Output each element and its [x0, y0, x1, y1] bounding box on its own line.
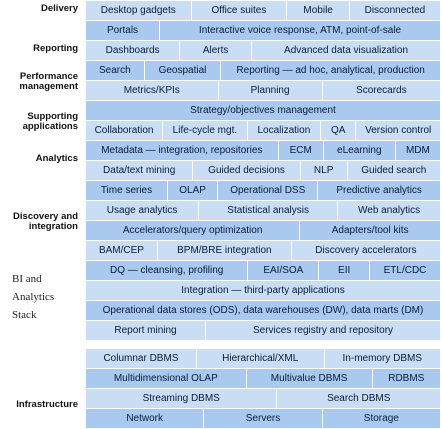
- stack-cell: BAM/CEP: [86, 241, 158, 260]
- stack-cell: Disconnected: [349, 1, 440, 20]
- stack-cell: Search DBMS: [277, 389, 440, 408]
- stack-cell: Statistical analysis: [199, 201, 339, 220]
- stack-cell: Guided decisions: [193, 161, 301, 180]
- stack-cell: Localization: [247, 121, 321, 140]
- stack-cell: Collaboration: [86, 121, 164, 140]
- stack-cell: Reporting — ad hoc, analytical, producti…: [221, 61, 440, 80]
- stack-cell: Guided search: [347, 161, 440, 180]
- stack-cell: Columnar DBMS: [86, 349, 197, 368]
- stack-cell: Planning: [218, 81, 323, 100]
- stack-cell: DQ — cleansing, profiling: [86, 261, 249, 280]
- stack-row: Strategy/objectives management: [86, 101, 440, 120]
- category-discovery: Discovery and integration: [13, 211, 78, 232]
- category-supporting: Supporting applications: [22, 111, 78, 132]
- stack-cell: BPM/BRE integration: [157, 241, 292, 260]
- stack-cell: Multivalue DBMS: [246, 369, 373, 388]
- stack-cell: Data/text mining: [86, 161, 194, 180]
- stack-cell: Life-cycle mgt.: [163, 121, 248, 140]
- stack-cell: Report mining: [86, 321, 206, 340]
- stack-row: [86, 341, 440, 348]
- stack-cell: ECM: [278, 141, 324, 160]
- stack-cell: Services registry and repository: [206, 321, 440, 340]
- stack-cell: Discovery accelerators: [291, 241, 440, 260]
- stack-cell: Office suites: [191, 1, 288, 20]
- stack-cell: Scorecards: [322, 81, 440, 100]
- stack-cell: Streaming DBMS: [86, 389, 278, 408]
- stack-row: Operational data stores (ODS), data ware…: [86, 301, 440, 320]
- category-infrastructure: Infrastructure: [16, 399, 78, 410]
- stack-cell: Mobile: [287, 1, 350, 20]
- stack-cell: Predictive analytics: [318, 181, 440, 200]
- stack-cell: Portals: [86, 21, 160, 40]
- category-analytics: Analytics: [35, 153, 78, 164]
- stack-cell: Search: [86, 61, 145, 80]
- stack-cell: Accelerators/query optimization: [86, 221, 301, 240]
- category-labels: Delivery Reporting Performance managemen…: [0, 0, 84, 417]
- stack-cell: Interactive voice response, ATM, point-o…: [160, 21, 440, 40]
- category-reporting: Reporting: [33, 43, 78, 54]
- stack-cell: Advanced data visualization: [252, 41, 441, 60]
- stack-cell: Hierarchical/XML: [196, 349, 325, 368]
- stack-cell: RDBMS: [372, 369, 440, 388]
- stack-cell: Servers: [204, 409, 323, 428]
- stack-cell: Adapters/tool kits: [300, 221, 440, 240]
- stack-cell: Storage: [322, 409, 440, 428]
- category-performance: Performance management: [19, 71, 78, 92]
- stack-cell: Operational data stores (ODS), data ware…: [86, 301, 440, 320]
- stack-cell: Metadata — integration, repositories: [86, 141, 279, 160]
- stack-cell: EAI/SOA: [248, 261, 320, 280]
- stack-cell: Integration — third-party applications: [86, 281, 440, 300]
- stack-row: Integration — third-party applications: [86, 281, 440, 300]
- stack-cell: Network: [86, 409, 205, 428]
- category-delivery: Delivery: [41, 3, 78, 14]
- stack-cell: eLearning: [323, 141, 396, 160]
- stack-cell: Desktop gadgets: [86, 1, 192, 20]
- stack-cell: Alerts: [180, 41, 253, 60]
- stack-cell: Strategy/objectives management: [86, 101, 440, 120]
- stack-cell: Metrics/KPIs: [86, 81, 219, 100]
- stack-caption-line: Stack: [12, 309, 37, 321]
- stack-cell: ETL/CDC: [370, 261, 440, 280]
- stack-cell: EII: [319, 261, 371, 280]
- stack-cell: Version control: [356, 121, 440, 140]
- stack-cell: In-memory DBMS: [324, 349, 440, 368]
- stack-cell: Operational DSS: [218, 181, 319, 200]
- stack-cell: Web analytics: [338, 201, 440, 220]
- stack-cell: Usage analytics: [86, 201, 200, 220]
- stack-caption-line: BI and: [12, 273, 42, 285]
- stack-cell: NLP: [300, 161, 348, 180]
- stack-cell: OLAP: [167, 181, 219, 200]
- stack-cell: Geospatial: [144, 61, 222, 80]
- stack-cell: Time series: [86, 181, 168, 200]
- stack-cell: Multidimensional OLAP: [86, 369, 247, 388]
- stack-cell: Dashboards: [86, 41, 181, 60]
- stack-caption: BI and Analytics Stack: [12, 270, 54, 324]
- stack-caption-line: Analytics: [12, 291, 55, 303]
- stack-cell: QA: [321, 121, 357, 140]
- stack-cell: MDM: [395, 141, 440, 160]
